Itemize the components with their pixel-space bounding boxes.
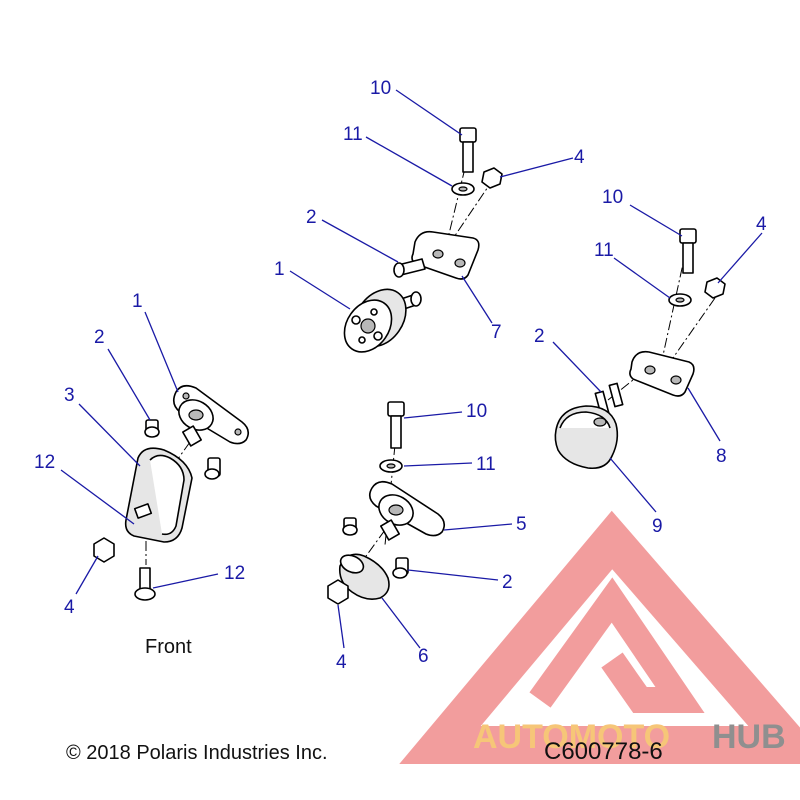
callout-left-12a: 12 [34, 452, 55, 473]
bracket-3-icon [124, 447, 193, 543]
callout-top-4: 4 [574, 147, 585, 168]
callout-mid-10: 10 [466, 401, 487, 422]
front-assembly [60, 311, 250, 601]
screw-icon [342, 517, 358, 536]
engine-mount-9-icon [554, 405, 619, 470]
nut-icon [327, 579, 349, 605]
screw-icon [393, 258, 426, 278]
callout-left-2: 2 [94, 327, 105, 348]
callout-right-8: 8 [716, 446, 727, 467]
screw-icon [204, 457, 221, 480]
bolt-icon [679, 228, 697, 274]
callout-top-11: 11 [343, 124, 363, 145]
watermark-text-2: HUB [712, 718, 786, 756]
callout-top-10: 10 [370, 78, 391, 99]
callout-mid-6: 6 [418, 646, 429, 667]
callout-left-3: 3 [64, 385, 75, 406]
bolt-icon [387, 401, 405, 449]
nut-icon [481, 167, 503, 189]
callout-top-1: 1 [274, 259, 285, 280]
callouts: 10 11 4 2 1 7 10 4 11 2 8 9 1 2 3 12 4 1… [34, 78, 767, 673]
screw-icon [392, 557, 409, 579]
callout-mid-2: 2 [502, 572, 513, 593]
callout-right-4: 4 [756, 214, 767, 235]
drawing-number: C600778-6 [544, 738, 663, 765]
middle-assembly [327, 401, 513, 649]
bolt-icon [134, 567, 156, 601]
clamp-6-icon [338, 553, 390, 600]
callout-mid-11: 11 [476, 454, 496, 475]
callout-right-11: 11 [594, 240, 614, 261]
callout-left-4: 4 [64, 597, 75, 618]
callout-mid-4: 4 [336, 652, 347, 673]
top-assembly [289, 89, 574, 353]
nut-icon [93, 537, 115, 563]
engine-mount-1-icon [172, 384, 250, 447]
front-label: Front [145, 636, 192, 658]
bolt-icon [459, 127, 477, 173]
callout-left-1: 1 [132, 291, 143, 312]
bracket-7-icon [411, 230, 480, 280]
copyright-text: © 2018 Polaris Industries Inc. [66, 742, 328, 764]
nut-icon [704, 277, 726, 299]
engine-mount-5-icon [368, 480, 446, 541]
callout-right-9: 9 [652, 516, 663, 537]
screw-icon [144, 419, 160, 438]
callout-right-2: 2 [534, 326, 545, 347]
callout-top-7: 7 [491, 322, 502, 343]
callout-right-10: 10 [602, 187, 623, 208]
callout-top-2: 2 [306, 207, 317, 228]
engine-mount-1-icon [343, 288, 407, 353]
bracket-8-icon [629, 350, 695, 397]
callout-left-12b: 12 [224, 563, 245, 584]
right-assembly [552, 204, 763, 513]
stud-icon [608, 382, 624, 408]
callout-mid-5: 5 [516, 514, 527, 535]
watermark-logo [399, 510, 800, 764]
watermark-text-1: AUTOMOTO [473, 718, 670, 756]
